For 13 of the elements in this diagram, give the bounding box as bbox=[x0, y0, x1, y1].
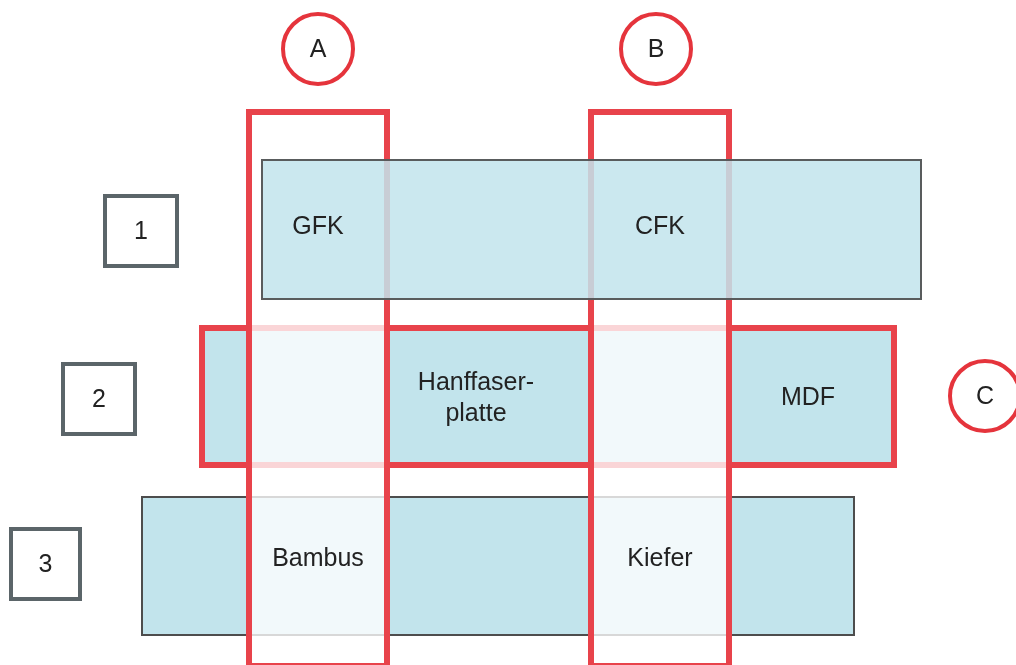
row-number-box: 2 bbox=[61, 362, 137, 436]
material-name: MDF bbox=[780, 380, 836, 413]
circle-label: A bbox=[281, 12, 355, 86]
circle-label: B bbox=[619, 12, 693, 86]
row-number-box: 1 bbox=[103, 194, 179, 268]
material-name: GFK bbox=[292, 210, 344, 242]
material-name: Kiefer bbox=[627, 542, 693, 574]
material-name: CFK bbox=[635, 210, 685, 242]
material-name: Hanffaser-platte bbox=[415, 365, 536, 428]
material-band bbox=[261, 159, 922, 300]
material-name: Bambus bbox=[272, 542, 364, 574]
row-number-box: 3 bbox=[9, 527, 82, 601]
circle-label: C bbox=[948, 359, 1016, 433]
